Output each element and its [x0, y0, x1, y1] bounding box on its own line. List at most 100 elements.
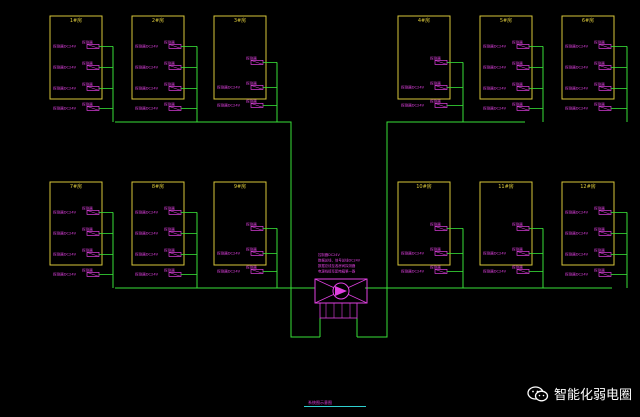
device-right-label: 探测器 [594, 227, 605, 232]
device-left-label: 探测器DC24V [135, 64, 159, 69]
device-left-label: 探测器DC24V [135, 230, 159, 235]
caption: 系统图示意图 [304, 399, 366, 407]
device-right-label: 探测器 [512, 82, 523, 87]
device: 探测器DC24V 探测器 [565, 227, 627, 236]
device-left-label: 探测器DC24V [565, 271, 589, 276]
device-right-label: 探测器 [164, 102, 175, 107]
detector-mark [168, 272, 182, 277]
device-left-label: 探测器DC24V [217, 268, 241, 273]
detector-mark [86, 106, 100, 111]
controller-text: 控制器DC24V [318, 252, 340, 257]
device-right-label: 探测器 [164, 227, 175, 232]
device-left-label: 探测器DC24V [565, 230, 589, 235]
device-left-label: 探测器DC24V [401, 250, 425, 255]
device-right-label: 探测器 [512, 222, 523, 227]
room-boxes: 1#房探测器DC24V探测器探测器DC24V探测器探测器DC24V探测器探测器D… [49, 15, 627, 277]
device-left-label: 探测器DC24V [565, 105, 589, 110]
room-box: 5#房探测器DC24V探测器探测器DC24V探测器探测器DC24V探测器探测器D… [479, 15, 543, 111]
room-frame [479, 15, 533, 100]
device: 探测器DC24V 探测器 [217, 265, 277, 274]
bus-top-left [115, 121, 320, 338]
detector-mark [598, 272, 612, 277]
device-right-label: 探测器 [246, 265, 257, 270]
device: 探测器 [246, 222, 277, 231]
device-right-label: 探测器 [82, 268, 93, 273]
device-right-label: 探测器 [246, 81, 257, 86]
device-right-label: 探测器 [164, 206, 175, 211]
detector-mark [86, 272, 100, 277]
device-right-label: 探测器 [594, 102, 605, 107]
detector-mark [516, 65, 530, 70]
detector-mark [168, 252, 182, 257]
room-frame [49, 15, 103, 100]
device-left-label: 探测器DC24V [53, 64, 77, 69]
detector-mark [86, 65, 100, 70]
detector-mark [250, 60, 264, 65]
detector-mark [434, 251, 448, 256]
device-right-label: 探测器 [430, 99, 441, 104]
caption-text: 系统图示意图 [308, 399, 332, 405]
device-left-label: 探测器DC24V [53, 230, 77, 235]
detector-mark [86, 44, 100, 49]
detector-mark [516, 86, 530, 91]
device-left-label: 探测器DC24V [565, 85, 589, 90]
room-frame [561, 15, 615, 100]
device-left-label: 探测器DC24V [483, 268, 507, 273]
device-left-label: 探测器DC24V [135, 251, 159, 256]
device-left-label: 探测器DC24V [401, 84, 425, 89]
device-left-label: 探测器DC24V [135, 209, 159, 214]
room-label: 1#房 [70, 17, 82, 24]
device: 探测器DC24V 探测器 [135, 206, 197, 215]
room-frame [49, 181, 103, 266]
detector-mark [86, 252, 100, 257]
detector-mark [86, 210, 100, 215]
device: 探测器 [246, 56, 277, 65]
room-box: 8#房探测器DC24V探测器探测器DC24V探测器探测器DC24V探测器探测器D… [131, 181, 197, 277]
device-right-label: 探测器 [512, 102, 523, 107]
room-label: 6#房 [582, 17, 594, 24]
device-right-label: 探测器 [594, 268, 605, 273]
device-left-label: 探测器DC24V [565, 209, 589, 214]
device-right-label: 探测器 [164, 82, 175, 87]
device-left-label: 探测器DC24V [53, 85, 77, 90]
room-label: 11#房 [498, 183, 514, 190]
detector-mark [250, 251, 264, 256]
device: 探测器DC24V 探测器 [565, 268, 627, 277]
room-frame [131, 15, 185, 100]
room-box: 2#房探测器DC24V探测器探测器DC24V探测器探测器DC24V探测器探测器D… [131, 15, 197, 111]
device-right-label: 探测器 [430, 81, 441, 86]
detector-mark [168, 44, 182, 49]
detector-mark [598, 86, 612, 91]
detector-mark [434, 85, 448, 90]
room-frame [561, 181, 615, 266]
device-right-label: 探测器 [246, 222, 257, 227]
device-right-label: 探测器 [594, 248, 605, 253]
device-right-label: 探测器 [430, 56, 441, 61]
detector-mark [598, 65, 612, 70]
device-right-label: 探测器 [594, 61, 605, 66]
detector-mark [86, 86, 100, 91]
detector-mark [598, 44, 612, 49]
room-label: 9#房 [234, 183, 246, 190]
room-label: 12#房 [580, 183, 596, 190]
controller-box: 控制器DC24V数据总线，信号总线DC24V数据总线至各房间探测器电源线接至配电… [314, 252, 368, 319]
device: 探测器 [512, 222, 543, 231]
room-box: 1#房探测器DC24V探测器探测器DC24V探测器探测器DC24V探测器探测器D… [49, 15, 113, 111]
device: 探测器 [430, 56, 463, 65]
device-right-label: 探测器 [430, 247, 441, 252]
device-left-label: 探测器DC24V [483, 64, 507, 69]
room-frame [213, 181, 267, 266]
